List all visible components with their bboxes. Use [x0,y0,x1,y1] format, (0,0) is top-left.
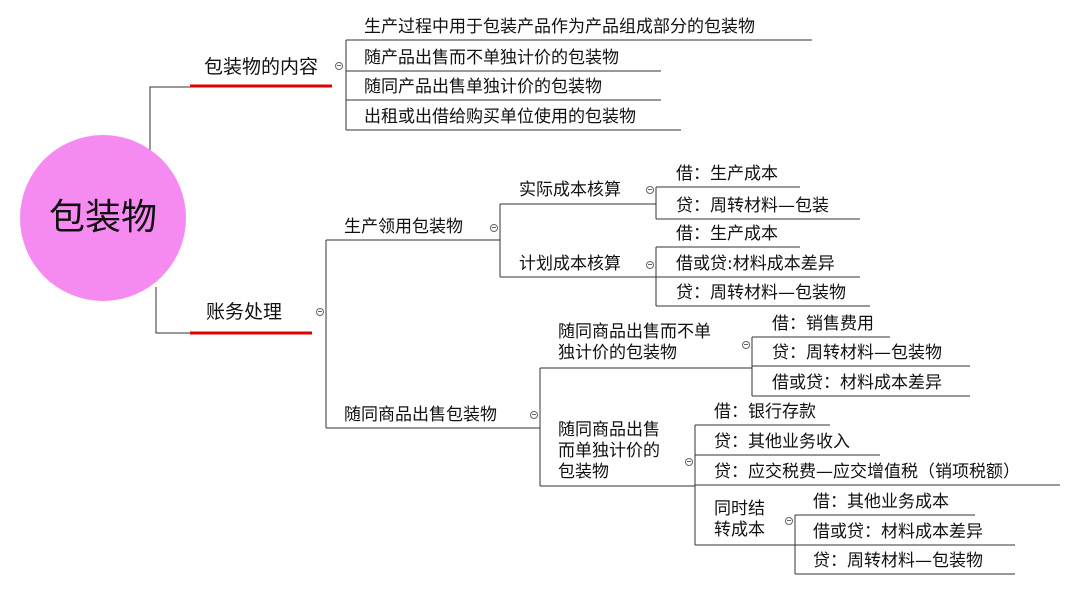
collapse-toggle-icon[interactable] [490,224,498,232]
node-sale-with-goods[interactable]: 随同商品出售包装物 [344,405,497,425]
entry-actual-1: 借：生产成本 [676,164,778,184]
entry-priced-3: 贷：应交税费—应交增值税（销项税额） [714,462,1020,482]
node-accounting[interactable]: 账务处理 [206,301,283,323]
content-item-2: 随产品出售而不单独计价的包装物 [364,48,619,68]
node-content[interactable]: 包装物的内容 [204,56,319,78]
content-item-3: 随同产品出售单独计价的包装物 [364,77,602,97]
collapse-toggle-icon[interactable] [785,517,793,525]
connector-root-content [149,86,190,150]
entry-carry-2: 借或贷：材料成本差异 [813,522,983,542]
collapse-toggle-icon[interactable] [316,308,324,316]
entry-planned-3: 贷：周转材料—包装物 [676,283,846,303]
node-planned-cost[interactable]: 计划成本核算 [519,254,621,274]
entry-not-priced-3: 借或贷：材料成本差异 [772,373,942,393]
node-actual-cost[interactable]: 实际成本核算 [519,180,621,200]
entry-planned-1: 借：生产成本 [676,224,778,244]
collapse-toggle-icon[interactable] [646,186,654,194]
entry-carry-3: 贷：周转材料—包装物 [813,551,983,571]
collapse-toggle-icon[interactable] [685,458,693,466]
root-node[interactable] [20,135,186,301]
root-label: 包装物 [48,197,157,238]
content-item-1: 生产过程中用于包装产品作为产品组成部分的包装物 [364,17,755,37]
node-production-use[interactable]: 生产领用包装物 [344,217,463,237]
entry-planned-2: 借或贷:材料成本差异 [676,254,835,274]
entry-carry-1: 借：其他业务成本 [813,492,949,512]
entry-not-priced-2: 贷：周转材料—包装物 [772,343,942,363]
collapse-toggle-icon[interactable] [530,411,538,419]
collapse-toggle-icon[interactable] [335,62,343,70]
entry-priced-2: 贷：其他业务收入 [714,432,850,452]
connector-root-accounting [155,287,190,334]
node-carry-cost[interactable]: 同时结 转成本 [714,499,765,540]
node-not-priced[interactable]: 随同商品出售而不单 独计价的包装物 [558,322,711,363]
collapse-toggle-icon[interactable] [646,261,654,269]
node-priced[interactable]: 随同商品出售 而单独计价的 包装物 [558,420,660,482]
content-item-4: 出租或出借给购买单位使用的包装物 [364,107,636,127]
entry-not-priced-1: 借：销售费用 [772,314,874,334]
collapse-toggle-icon[interactable] [742,341,750,349]
entry-actual-2: 贷：周转材料—包装 [676,196,829,216]
entry-priced-1: 借：银行存款 [714,402,816,422]
